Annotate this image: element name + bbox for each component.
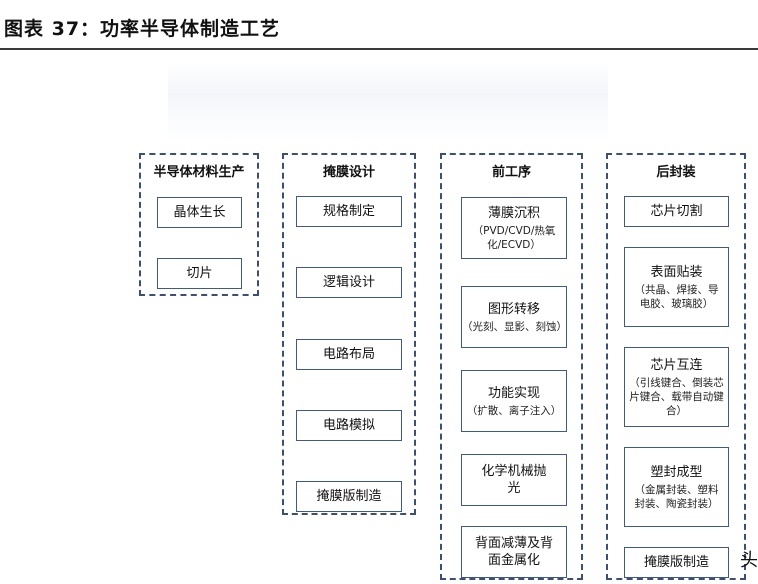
step-molding: 塑封成型 （金属封装、塑料封装、陶瓷封装） xyxy=(624,447,729,527)
step-detail: （光刻、显影、刻蚀） xyxy=(462,320,567,333)
title-divider xyxy=(0,48,758,50)
step-label: 芯片互连 xyxy=(650,357,703,373)
step-label: 表面贴装 xyxy=(650,264,703,280)
step-logic-design: 逻辑设计 xyxy=(296,267,402,298)
group-mask-design: 掩膜设计 规格制定 逻辑设计 电路布局 电路模拟 掩膜版制造 xyxy=(282,153,416,515)
step-label: 晶体生长 xyxy=(173,205,226,220)
step-label: 薄膜沉积 xyxy=(487,205,540,221)
step-label: 规格制定 xyxy=(322,204,375,219)
step-thin-film-deposition: 薄膜沉积 （PVD/CVD/热氧化/ECVD） xyxy=(461,197,567,259)
step-detail: （共晶、焊接、导电胶、玻璃胶） xyxy=(634,283,719,310)
blurred-background-area xyxy=(168,62,608,142)
step-detail: （扩散、离子注入） xyxy=(466,404,562,417)
step-label: 切片 xyxy=(186,266,213,281)
step-mask-fabrication: 掩膜版制造 xyxy=(296,481,402,512)
step-circuit-layout: 电路布局 xyxy=(296,339,402,370)
step-crystal-growth: 晶体生长 xyxy=(157,197,242,228)
step-label: 电路模拟 xyxy=(322,418,375,433)
step-label: 化学机械抛光 xyxy=(481,464,547,496)
group-title: 半导体材料生产 xyxy=(153,165,245,180)
step-label: 图形转移 xyxy=(487,301,540,317)
step-pattern-transfer: 图形转移 （光刻、显影、刻蚀） xyxy=(461,286,567,348)
step-mask-fabrication-final: 掩膜版制造 xyxy=(624,547,729,578)
step-slicing: 切片 xyxy=(157,258,242,289)
step-die-dicing: 芯片切割 xyxy=(624,196,729,227)
group-title: 前工序 xyxy=(491,165,531,180)
figure-title: 图表 37：功率半导体制造工艺 xyxy=(4,18,281,40)
group-title: 掩膜设计 xyxy=(322,165,375,180)
step-die-interconnect: 芯片互连 （引线键合、倒装芯片键合、载带自动键合） xyxy=(624,347,729,427)
group-back-end-packaging: 后封装 芯片切割 表面贴装 （共晶、焊接、导电胶、玻璃胶） 芯片互连 （引线键合… xyxy=(606,153,746,580)
step-detail: （PVD/CVD/热氧化/ECVD） xyxy=(472,224,556,251)
watermark-logo: 头 xyxy=(740,550,758,571)
group-material-production: 半导体材料生产 晶体生长 切片 xyxy=(139,153,259,296)
step-circuit-simulation: 电路模拟 xyxy=(296,410,402,441)
step-label: 掩膜版制造 xyxy=(643,555,709,570)
step-label: 芯片切割 xyxy=(650,204,703,219)
step-function-implementation: 功能实现 （扩散、离子注入） xyxy=(461,370,567,432)
step-label: 掩膜版制造 xyxy=(316,489,382,504)
step-label: 背面减薄及背面金属化 xyxy=(474,536,553,568)
step-spec-definition: 规格制定 xyxy=(296,196,402,227)
step-label: 功能实现 xyxy=(487,385,540,401)
step-label: 逻辑设计 xyxy=(322,275,375,290)
step-detail: （金属封装、塑料封装、陶瓷封装） xyxy=(634,483,719,510)
step-surface-mount: 表面贴装 （共晶、焊接、导电胶、玻璃胶） xyxy=(624,247,729,327)
step-label: 电路布局 xyxy=(322,347,375,362)
group-title: 后封装 xyxy=(656,165,696,180)
step-cmp-polishing: 化学机械抛光 xyxy=(461,454,567,506)
step-detail: （引线键合、倒装芯片键合、载带自动键合） xyxy=(629,376,724,417)
group-front-end-process: 前工序 薄膜沉积 （PVD/CVD/热氧化/ECVD） 图形转移 （光刻、显影、… xyxy=(440,153,583,580)
step-backside-thinning-metallization: 背面减薄及背面金属化 xyxy=(461,526,567,578)
step-label: 塑封成型 xyxy=(650,464,703,480)
